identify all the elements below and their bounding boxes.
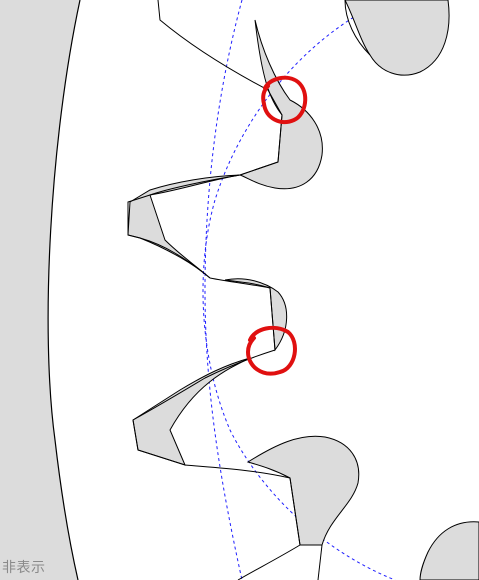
- ring-tooth-upper: [127, 174, 241, 279]
- pinion-tooth-bottom: [419, 521, 479, 580]
- tooth-profile-lines: [127, 0, 371, 580]
- pinion-tooth-top: [344, 0, 450, 76]
- ring-tooth-lower: [132, 357, 251, 466]
- pinion-tooth-upper-mid: [238, 19, 323, 190]
- hidden-label: 非表示: [2, 560, 46, 576]
- ring-gear-body: [0, 0, 80, 580]
- pinion-tooth-center: [224, 278, 288, 352]
- ring-pitch-circle: [204, 0, 243, 580]
- pinion-pitch-circle: [202, 0, 396, 580]
- pinion-tooth-lower: [246, 435, 360, 546]
- ring-gear-rim-outline: [47, 0, 81, 580]
- red-circle-icon: [245, 75, 308, 376]
